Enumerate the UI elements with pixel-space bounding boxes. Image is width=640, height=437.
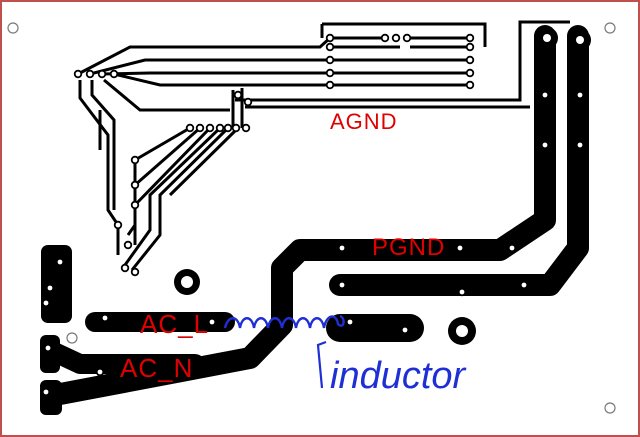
via-pad [465, 55, 475, 65]
via-pad [41, 298, 51, 308]
via-pad [97, 69, 107, 79]
via-pad [130, 180, 140, 190]
via-pad [233, 90, 243, 100]
via-pad [45, 283, 55, 293]
via-pad [95, 367, 105, 377]
via-pad [120, 263, 130, 273]
via-pad [85, 69, 95, 79]
via-pad [507, 243, 517, 253]
via-pad [123, 240, 133, 250]
inductor-label-stem [316, 340, 327, 389]
connector-pad-middle [40, 335, 60, 373]
via-pad [41, 387, 51, 397]
power-traces [40, 25, 589, 406]
mounting-hole-top-left [7, 22, 19, 34]
via-pad [391, 33, 401, 43]
via-pad [130, 155, 140, 165]
connector-pad-bottom [40, 380, 62, 415]
via-pad [345, 317, 355, 327]
connector-pad-top [41, 245, 72, 323]
via-pad [55, 257, 65, 267]
inductor-coil-sketch [223, 314, 345, 329]
mounting-holes [7, 22, 616, 414]
annotations: AGND PGND AC_L AC_N inductor [120, 109, 467, 397]
via-pad [465, 33, 475, 43]
large-pads [174, 27, 591, 345]
via-pad [575, 90, 585, 100]
pad-drill-hole [181, 276, 193, 288]
via-pad [109, 69, 119, 79]
pad-drill-hole [543, 34, 551, 42]
label-pgnd: PGND [372, 234, 445, 261]
via-pad [540, 140, 550, 150]
via-pad [455, 243, 465, 253]
via-pad [130, 267, 140, 277]
via-pad [43, 343, 53, 353]
via-pad [241, 123, 251, 133]
pad-drill-hole [456, 325, 468, 337]
via-pad [223, 123, 233, 133]
label-inductor: inductor [330, 355, 467, 397]
via-pad [325, 80, 335, 90]
label-agnd: AGND [330, 109, 398, 134]
mounting-hole-bottom-right [604, 402, 616, 414]
via-pad [113, 220, 123, 230]
via-pad [215, 123, 225, 133]
via-pad [380, 33, 390, 43]
via-pad [195, 123, 205, 133]
via-pad [465, 80, 475, 90]
via-pad [400, 325, 410, 335]
via-pads [41, 33, 585, 397]
label-ac-n: AC_N [120, 353, 193, 383]
via-pad [519, 280, 529, 290]
via-pad [325, 33, 335, 43]
via-pad [243, 97, 253, 107]
via-pad [540, 90, 550, 100]
via-pad [205, 123, 215, 133]
via-pad [130, 200, 140, 210]
via-pad [325, 42, 335, 52]
via-pad [402, 33, 412, 43]
label-ac-l: AC_L [140, 309, 209, 339]
via-pad [457, 287, 467, 297]
via-pad [575, 140, 585, 150]
pgnd-trace-outer [44, 25, 556, 406]
via-pad [207, 317, 217, 327]
via-pad [185, 123, 195, 133]
signal-traces [77, 20, 570, 271]
mounting-hole-mid-left [66, 332, 78, 344]
via-pad [465, 42, 475, 52]
via-pad [325, 68, 335, 78]
mounting-hole-top-right [604, 22, 616, 34]
via-pad [337, 280, 347, 290]
via-pad [465, 68, 475, 78]
via-pad [73, 69, 83, 79]
via-pad [231, 123, 241, 133]
via-pad [100, 313, 110, 323]
pad-drill-hole [576, 36, 584, 44]
via-pad [325, 55, 335, 65]
via-pad [337, 243, 347, 253]
